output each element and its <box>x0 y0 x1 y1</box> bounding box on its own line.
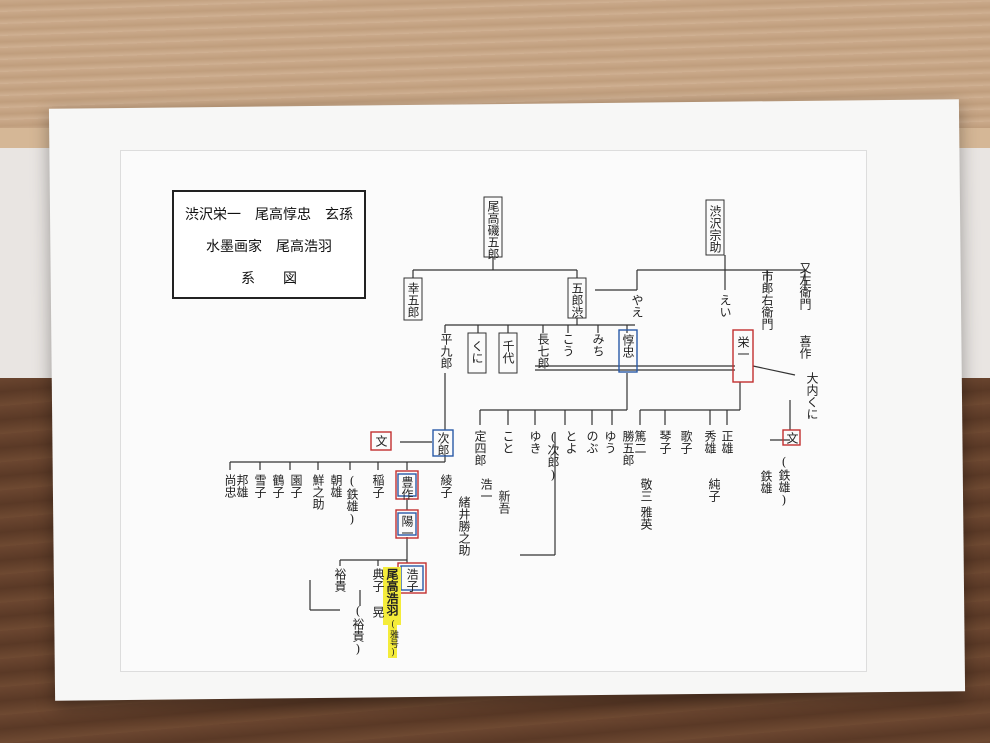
node-inako: 稲子 <box>371 474 385 498</box>
node-eiichi: 栄一 <box>736 336 750 360</box>
node-jiro2: (次郎) <box>546 430 560 482</box>
node-utako: 歌子 <box>679 430 693 454</box>
node-sonoko: 園子 <box>289 474 303 498</box>
node-nobu: のぶ <box>585 430 599 454</box>
node-ei: えい <box>718 294 732 318</box>
node-keizo: 敬三 <box>639 478 653 502</box>
node-sennosuke: 鮮之助 <box>311 474 325 510</box>
node-tsuruko: 鶴子 <box>271 474 285 498</box>
node-hiroko: 浩子 <box>405 568 419 592</box>
highlight-marker <box>383 567 401 625</box>
node-jiro: 次郎 <box>436 432 450 456</box>
node-ouchi: 大内くに <box>805 372 819 420</box>
node-toyo: とよ <box>564 430 578 454</box>
node-bun1: 文 <box>374 435 388 447</box>
node-tetsuo2: (鉄雄) <box>777 455 791 507</box>
node-munesuke: 渋沢宗助 <box>708 205 722 253</box>
node-bun2: 文 <box>785 432 799 444</box>
node-noriko: 典子 <box>371 568 385 592</box>
node-akira: 晃 <box>371 606 385 618</box>
node-michi: みち <box>591 333 605 357</box>
node-koto: こと <box>501 430 515 454</box>
node-jodo: 定四郎 <box>473 430 487 466</box>
node-hideo: 秀雄 <box>703 430 717 454</box>
node-okou: 尾高磯五郎 <box>486 200 500 260</box>
node-masahide: 雅英 <box>639 506 653 530</box>
node-heikuro: 平九郎 <box>439 333 453 369</box>
node-naotada: 尚忠 <box>223 474 237 498</box>
node-ogai: 緒井勝之助 <box>457 496 471 556</box>
node-toyosaku: 豊作 <box>400 476 414 500</box>
node-goro: 五郎渋 <box>570 282 584 318</box>
node-kotoko: 琴子 <box>658 430 672 454</box>
node-kunio: 邦雄 <box>235 474 249 498</box>
node-chiyo: 千代 <box>501 340 515 364</box>
node-matazaemon: 又左衛門 <box>798 262 812 310</box>
node-koichi: 浩一 <box>479 478 493 502</box>
node-ichiro: 市郎右衛門 <box>760 270 774 330</box>
node-kisaku: 喜作 <box>798 335 812 359</box>
node-shingo: 新吾 <box>497 490 511 514</box>
node-yuu: ゆう <box>603 430 617 454</box>
node-yukiko: 雪子 <box>253 474 267 498</box>
node-tetsuo3: 鉄雄 <box>759 470 773 494</box>
node-kou-name: 尾高浩羽 <box>385 568 399 616</box>
title-line-1: 渋沢栄一 尾高惇忠 玄孫 <box>185 207 353 223</box>
title-line-2: 水墨画家 尾高浩羽 <box>206 239 332 255</box>
node-yae: やえ <box>630 294 644 318</box>
node-katsugoro: 勝五郎 <box>621 430 635 466</box>
node-chohichiro: 長七郎 <box>536 333 550 369</box>
node-kogoro: 幸五郎 <box>406 282 420 318</box>
node-ayako: 綾子 <box>439 474 453 498</box>
title-box: 渋沢栄一 尾高惇忠 玄孫 水墨画家 尾高浩羽 系 図 <box>172 190 366 299</box>
node-asao: 朝雄 <box>329 474 343 498</box>
node-tetsuo: (鉄雄) <box>345 474 359 526</box>
node-hirotaka2: (裕貴) <box>351 604 365 656</box>
node-yuki: ゆき <box>528 430 542 454</box>
node-tokuji: 篤二 <box>633 430 647 454</box>
node-atsutada: 惇忠 <box>621 334 635 358</box>
node-kou: こう <box>561 333 575 357</box>
node-gago: (雅号) <box>388 620 398 658</box>
node-hirotaka: 裕貴 <box>333 568 347 592</box>
title-line-3: 系 図 <box>241 271 297 287</box>
node-kuni: くに <box>470 340 484 364</box>
node-yoichi: 陽一 <box>400 515 414 539</box>
node-junko: 純子 <box>707 478 721 502</box>
node-masao: 正雄 <box>720 430 734 454</box>
